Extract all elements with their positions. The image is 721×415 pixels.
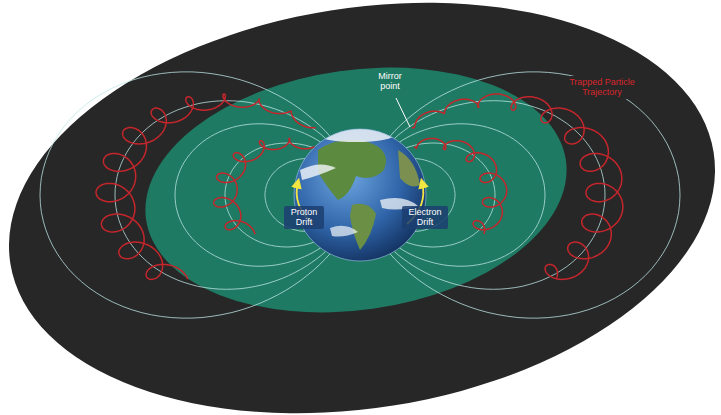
trajectory-label: Trapped Particle Trajectory <box>560 76 644 99</box>
continent <box>398 150 420 186</box>
earth-globe <box>294 129 426 261</box>
field-lines <box>40 72 680 318</box>
trapped-particle-path <box>412 94 623 279</box>
cloud <box>300 164 336 180</box>
continent <box>350 204 376 250</box>
field-line <box>390 72 680 318</box>
drift-label: Proton Drift <box>284 206 324 229</box>
mirror-point-label: Mirror point <box>370 70 410 93</box>
particle-trajectories <box>96 94 623 279</box>
drift-label: Electron Drift <box>402 206 448 229</box>
radiation-belt-region <box>129 42 582 339</box>
mirror-point-leader <box>396 98 410 127</box>
cloud <box>330 226 358 237</box>
trapped-particle-path <box>96 94 316 279</box>
field-line <box>40 72 330 318</box>
earth-rim <box>294 129 426 261</box>
